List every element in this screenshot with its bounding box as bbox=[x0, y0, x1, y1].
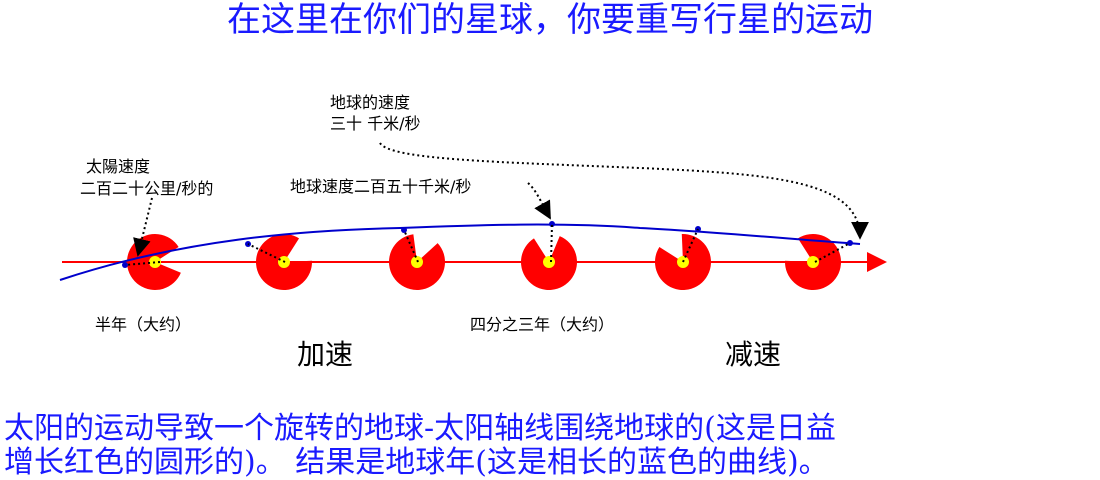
half-year-label: 半年（大约） bbox=[95, 315, 191, 334]
axis-line bbox=[403, 229, 419, 263]
earth-speed-label-line2: 三十 千米/秒 bbox=[330, 114, 420, 133]
axis-line bbox=[550, 223, 553, 263]
sun-core bbox=[807, 256, 819, 268]
earth-speed-total-label: 地球速度二百五十千米/秒 bbox=[290, 177, 471, 196]
earth-speed-total-pointer bbox=[527, 182, 551, 220]
earth-path-curve bbox=[59, 223, 861, 281]
earth-dot bbox=[847, 240, 853, 246]
sun-speed-label-line1: 太陽速度 bbox=[86, 157, 150, 176]
earth-dot bbox=[549, 221, 555, 227]
caption-line2: 增长红色的圆形的)。 结果是地球年(这是相长的蓝色的曲线)。 bbox=[4, 445, 829, 480]
axis-line bbox=[124, 261, 161, 266]
accelerate-label: 加速 bbox=[297, 338, 353, 371]
caption-line1: 太阳的运动导致一个旋转的地球-太阳轴线围绕地球的(这是日益 bbox=[4, 411, 836, 446]
sun-core bbox=[149, 256, 161, 268]
earth-positions bbox=[122, 221, 853, 268]
page-title: 在这里在你们的星球，你要重写行星的运动 bbox=[227, 0, 873, 40]
axis-line bbox=[682, 228, 699, 263]
axis-line bbox=[814, 242, 851, 263]
axis-line bbox=[247, 243, 286, 263]
sun-speed-label-line2: 二百二十公里/秒的 bbox=[80, 179, 213, 198]
three-quarter-year-label: 四分之三年（大约） bbox=[470, 315, 614, 334]
sun-earth-axes bbox=[124, 223, 851, 266]
earth-dot bbox=[401, 227, 407, 233]
explanation-caption: 太阳的运动导致一个旋转的地球-太阳轴线围绕地球的(这是日益 增长红色的圆形的)。… bbox=[4, 412, 1100, 480]
earth-speed-label-line1: 地球的速度 bbox=[330, 93, 410, 112]
decelerate-label: 减速 bbox=[725, 338, 781, 371]
sun-core bbox=[543, 256, 555, 268]
